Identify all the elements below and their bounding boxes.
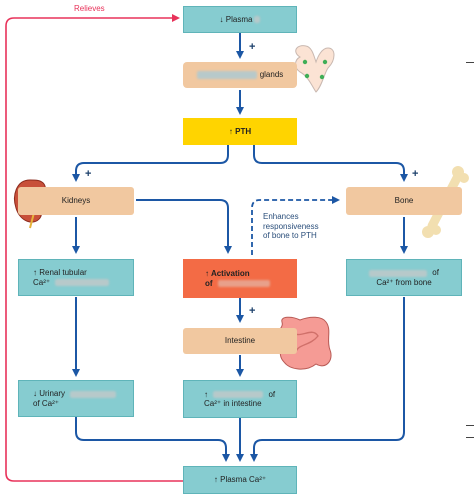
renal-line-2: Ca²⁺	[33, 277, 110, 287]
urinary-text-1: Urinary	[39, 389, 66, 399]
pth-prefix: ↑	[228, 126, 233, 136]
activation-line-2: of	[205, 279, 270, 288]
absorption-prefix: ↑	[204, 389, 208, 399]
activation-line-1: ↑ Activation	[205, 269, 250, 278]
renal-text-1: Renal tubular	[39, 268, 87, 278]
bone-text: Bone	[394, 196, 414, 206]
arrow-release-to-plasma	[250, 297, 405, 462]
renal-tubular-reabsorption-box: ↑ Renal tubular Ca²⁺	[18, 259, 134, 296]
plus-sign-kidneys: +	[85, 168, 92, 180]
parathyroid-glands-box: glands	[183, 62, 297, 88]
arrow-pth-to-kidneys	[72, 145, 229, 182]
plasma-bottom-prefix: ↑	[213, 475, 218, 485]
activation-box: ↑ Activation of	[183, 259, 297, 298]
redacted-text	[369, 269, 428, 277]
redacted-text	[55, 278, 110, 286]
release-line-1: of	[369, 268, 439, 277]
renal-prefix: ↑	[33, 268, 37, 278]
activation-text-1: Activation	[210, 269, 250, 279]
glands-text: glands	[259, 70, 284, 80]
plus-sign-bone: +	[412, 168, 419, 180]
absorption-text-2: Ca²⁺ in intestine	[204, 399, 262, 408]
annotation-line-2: responsiveness	[263, 221, 319, 231]
plasma-calcium-increase-box: ↑ Plasma Ca²⁺	[183, 466, 297, 494]
arrow-urinary-to-plasma	[75, 417, 230, 462]
enhances-responsiveness-annotation: Enhances responsiveness of bone to PTH	[263, 212, 347, 241]
urinary-text-2: of Ca²⁺	[33, 398, 60, 408]
plasma-calcium-decrease-box: ↓ Plasma	[183, 6, 297, 33]
calcium-release-from-bone-box: of Ca²⁺ from bone	[346, 259, 462, 296]
pth-box: ↑ PTH	[183, 118, 297, 145]
activation-text-2: of	[205, 278, 213, 288]
redacted-text	[70, 390, 117, 398]
edge-tick-mark	[466, 425, 474, 426]
plus-sign-intestine: +	[249, 305, 256, 317]
parathyroid-glands-illustration	[295, 45, 335, 93]
pth-text: PTH	[235, 126, 252, 136]
absorption-text-1: of	[268, 389, 276, 399]
intestine-box: Intestine	[183, 328, 297, 354]
kidneys-text: Kidneys	[61, 196, 91, 206]
edge-tick-mark	[466, 437, 474, 438]
arrow-activation-to-bone-dashed	[251, 196, 340, 255]
release-text-1: of	[432, 268, 439, 278]
edge-tick-mark	[466, 62, 474, 63]
kidneys-box: Kidneys	[18, 187, 134, 215]
bone-box: Bone	[346, 187, 462, 215]
activation-prefix: ↑	[205, 269, 209, 279]
relieves-feedback-line	[5, 14, 183, 482]
absorption-line-1: ↑ of	[204, 390, 275, 399]
relieves-label: Relieves	[74, 4, 105, 13]
plasma-top-text: Plasma	[225, 14, 253, 24]
renal-text-2: Ca²⁺	[33, 277, 51, 287]
intestine-text: Intestine	[224, 336, 256, 346]
urinary-excretion-box: ↓ Urinary of Ca²⁺	[18, 380, 134, 417]
annotation-line-1: Enhances	[263, 212, 299, 221]
renal-line-1: ↑ Renal tubular	[33, 268, 87, 277]
urinary-prefix: ↓	[33, 389, 37, 399]
plus-sign-glands: +	[249, 41, 256, 53]
intestinal-absorption-box: ↑ of Ca²⁺ in intestine	[183, 380, 297, 418]
redacted-text	[217, 279, 270, 287]
arrow-kidneys-to-activation	[136, 199, 232, 254]
plasma-top-prefix: ↓	[219, 14, 224, 24]
urinary-line-1: ↓ Urinary	[33, 389, 117, 399]
annotation-line-3: of bone to PTH	[263, 231, 317, 241]
plasma-bottom-text: Plasma Ca²⁺	[220, 475, 267, 485]
redacted-text	[213, 391, 264, 399]
redacted-text	[196, 71, 257, 79]
arrow-pth-to-bone	[253, 145, 408, 182]
release-text-2: Ca²⁺ from bone	[376, 277, 432, 287]
redacted-text	[254, 16, 261, 23]
